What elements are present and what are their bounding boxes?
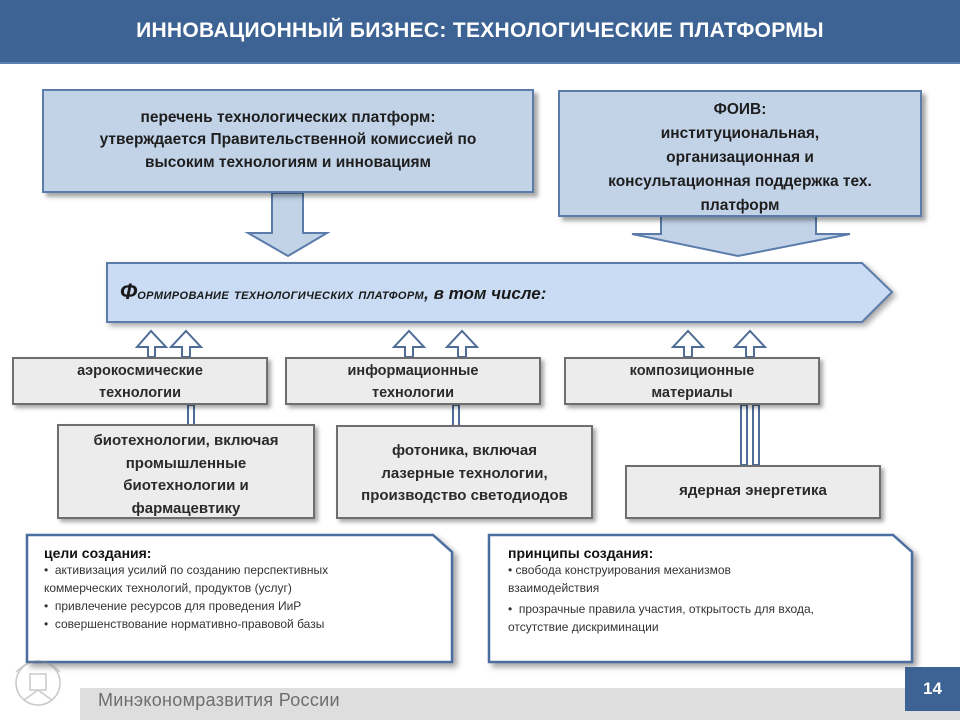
principles-note: принципы создания: • свобода конструиров… — [508, 545, 904, 636]
goals-bullet: • привлечение ресурсов для проведения Ии… — [44, 599, 302, 613]
formation-banner-shape — [106, 262, 894, 323]
emblem-icon — [15, 660, 61, 706]
subcategory-label: фотоника, включая — [392, 442, 537, 459]
ministry-name: Минэкономразвития России — [98, 690, 340, 710]
subcategory-photonics: фотоника, включая лазерные технологии, п… — [336, 425, 593, 519]
platform-list-line: утверждается Правительственной комиссией… — [99, 131, 477, 149]
goals-bullet: • активизация усилий по созданию перспек… — [44, 563, 329, 595]
subcategory-label: фармацевтику — [131, 499, 241, 517]
category-label: технологии — [98, 384, 182, 401]
category-label: информационные — [347, 363, 479, 379]
header-bar — [0, 0, 960, 64]
foiv-box: ФОИВ: институциональная, организационная… — [558, 90, 922, 217]
foiv-title: ФОИВ: — [713, 101, 767, 118]
principles-note-shape — [487, 533, 914, 664]
formation-rest: ормирование технологических платформ — [137, 286, 425, 303]
page-number: 14 — [905, 667, 960, 711]
down-arrow-right — [631, 215, 851, 258]
category-label: технологии — [371, 384, 455, 401]
category-composite: композиционные материалы — [564, 357, 820, 405]
principles-bullet: • прозрачные правила участия, открытость… — [508, 602, 814, 634]
category-label: аэрокосмические — [77, 363, 203, 379]
subcategory-label: лазерные технологии, — [381, 464, 548, 482]
up-arrows — [134, 329, 768, 358]
goals-bullet: • совершенствование нормативно-правовой … — [44, 617, 325, 631]
goals-note: цели создания: • активизация усилий по с… — [44, 545, 444, 633]
page-title: ИННОВАЦИОННЫЙ БИЗНЕС: ТЕХНОЛОГИЧЕСКИЕ ПЛ… — [136, 19, 824, 42]
foiv-line: консультационная поддержка тех. — [608, 173, 872, 191]
formation-tail: , в том числе: — [424, 284, 547, 303]
platform-list-line: перечень технологических платформ: — [140, 109, 436, 126]
subcategory-label: производство светодиодов — [361, 487, 568, 504]
goals-title: цели создания: — [44, 545, 152, 561]
subcategory-nuclear: ядерная энергетика — [625, 465, 881, 519]
subcategory-label: ядерная энергетика — [679, 482, 827, 499]
foiv-line: организационная и — [666, 149, 814, 167]
subcategory-label: биотехнологии и — [123, 477, 249, 494]
subcategory-label: биотехнологии, включая — [93, 432, 279, 449]
subcategory-label: промышленные — [125, 454, 247, 472]
formation-first-letter: Ф — [120, 279, 138, 304]
category-label: композиционные — [629, 363, 755, 379]
platform-list-box: перечень технологических платформ: утвер… — [42, 89, 534, 193]
category-aerospace: аэрокосмические технологии — [12, 357, 268, 405]
goals-note-shape — [25, 533, 454, 664]
foiv-line: институциональная, — [660, 125, 820, 143]
foiv-line: платформ — [700, 197, 780, 215]
category-label: материалы — [651, 384, 733, 401]
down-arrow-left — [244, 192, 331, 258]
category-information: информационные технологии — [285, 357, 541, 405]
platform-list-line: высоким технологиям и инновациям — [145, 153, 431, 171]
principles-title: принципы создания: — [508, 545, 654, 561]
footer-bar — [80, 688, 960, 720]
principles-bullet: • свобода конструирования механизмов вза… — [508, 563, 731, 595]
formation-banner-text: Формирование технологических платформ, в… — [120, 279, 546, 305]
subcategory-biotech: биотехнологии, включая промышленные биот… — [57, 424, 315, 519]
